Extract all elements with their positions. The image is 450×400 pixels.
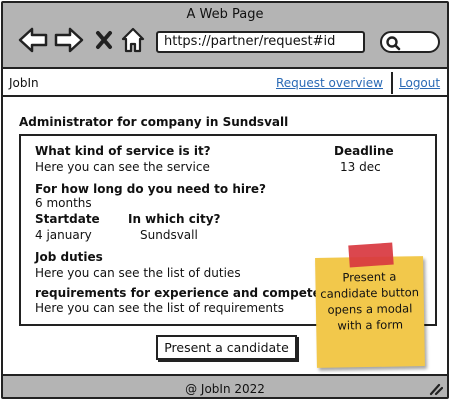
deadline-label: Deadline (334, 144, 394, 158)
city-label: In which city? (128, 212, 221, 226)
app-nav-bar: JobIn Request overview Logout (3, 69, 447, 97)
city-value: Sundsvall (140, 228, 198, 242)
search-icon (386, 36, 401, 51)
nav-divider (391, 72, 393, 94)
tape-strip (348, 242, 394, 268)
duration-label: For how long do you need to hire? (35, 182, 266, 196)
requirements-label: requirements for experience and competen… (35, 286, 345, 300)
browser-search-input[interactable] (380, 31, 440, 53)
service-label: What kind of service is it? (35, 144, 211, 158)
present-candidate-button[interactable]: Present a candidate (156, 335, 297, 360)
page-title: Administrator for company in Sundsvall (19, 115, 289, 129)
duties-value: Here you can see the list of duties (35, 266, 241, 280)
requirements-value: Here you can see the list of requirement… (35, 301, 284, 315)
footer-copyright: @ JobIn 2022 (185, 382, 265, 396)
home-icon[interactable] (120, 25, 146, 55)
duties-label: Job duties (35, 250, 103, 264)
brand-logo[interactable]: JobIn (9, 76, 39, 90)
back-arrow-icon[interactable] (17, 25, 49, 55)
deadline-value: 13 dec (340, 160, 381, 174)
logout-link[interactable]: Logout (399, 76, 441, 90)
address-bar[interactable]: https://partner/request#id (156, 31, 365, 53)
footer: @ JobIn 2022 (3, 374, 447, 397)
startdate-label: Startdate (35, 212, 100, 226)
resize-grip-icon[interactable] (427, 382, 443, 396)
request-overview-link[interactable]: Request overview (276, 76, 383, 90)
browser-chrome: A Web Page https://partner/request#id (3, 3, 447, 69)
forward-arrow-icon[interactable] (53, 25, 85, 55)
sticky-note: Present a candidate button opens a modal… (315, 256, 425, 368)
duration-value: 6 months (35, 196, 92, 210)
close-x-icon[interactable] (93, 25, 115, 55)
sticky-note-text: Present a candidate button opens a modal… (320, 269, 420, 333)
service-value: Here you can see the service (35, 160, 210, 174)
window-title: A Web Page (186, 7, 264, 22)
startdate-value: 4 january (35, 228, 92, 242)
